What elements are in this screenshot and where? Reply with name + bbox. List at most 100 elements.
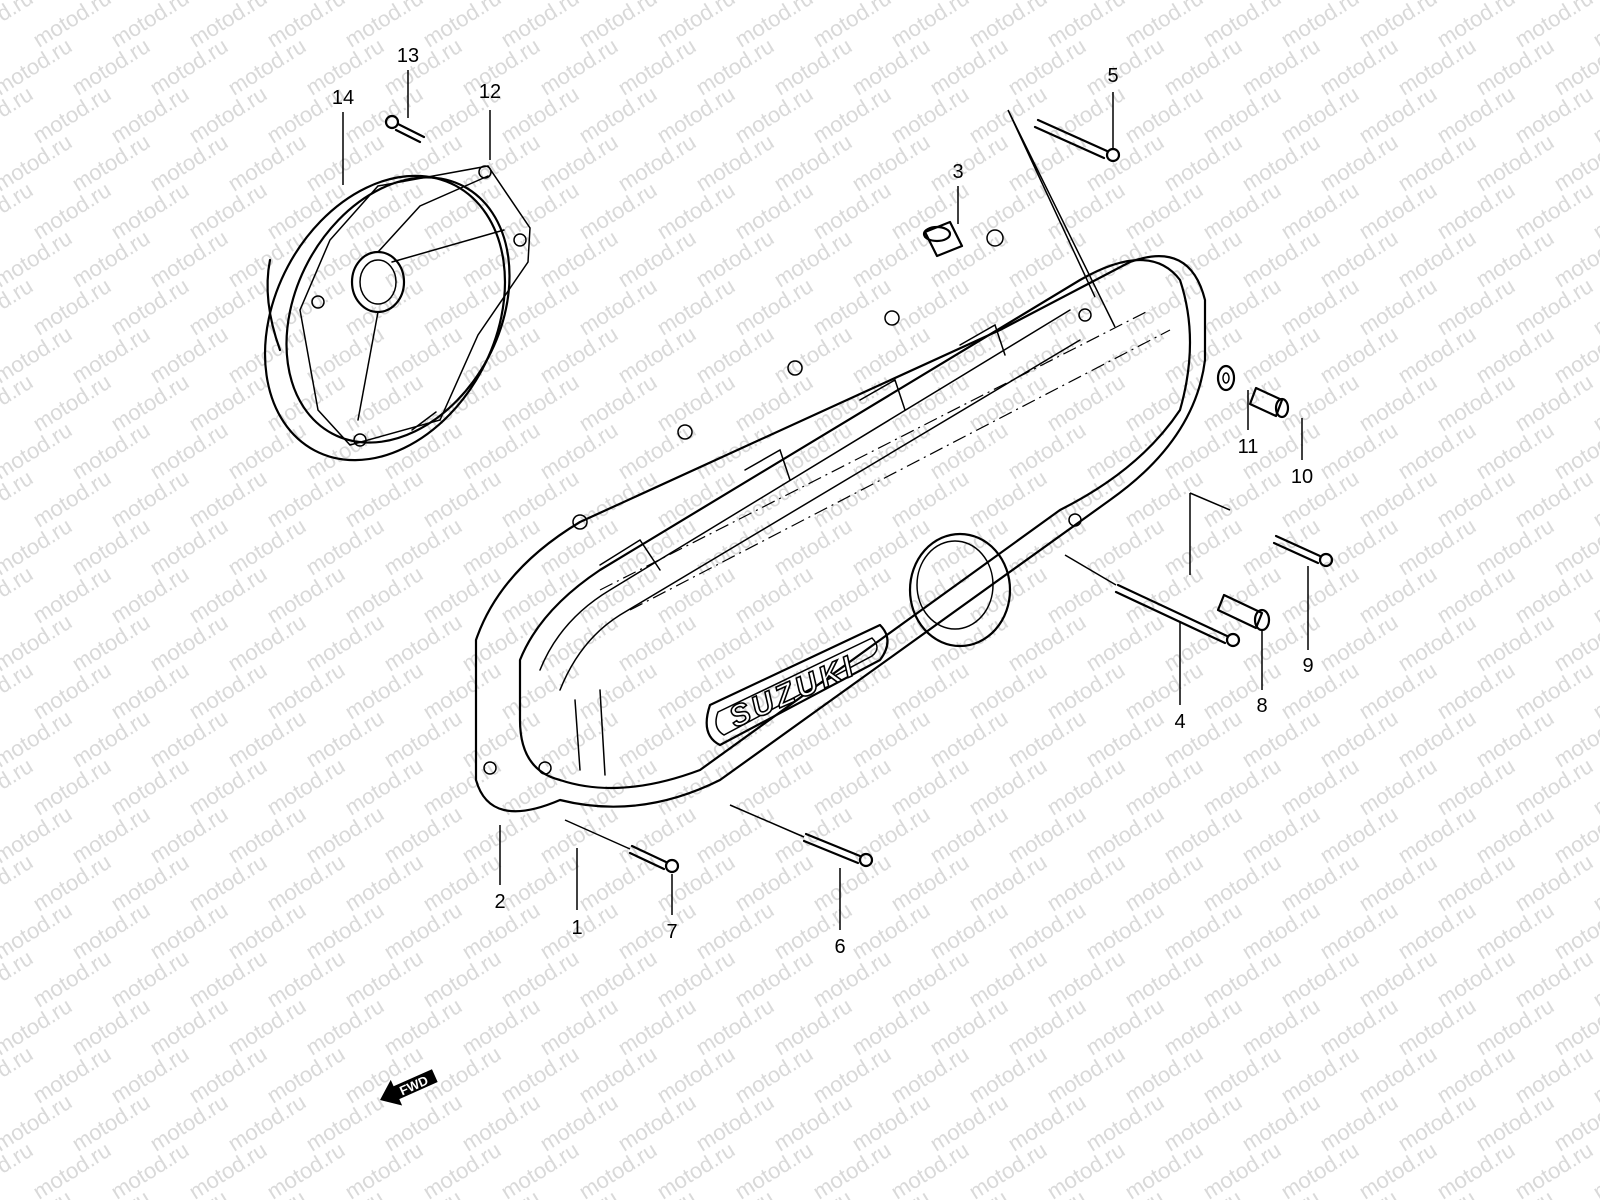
- clutch-cover-part: [263, 165, 531, 462]
- watermark-text: motod.ru: [1354, 945, 1441, 1012]
- watermark-text: motod.ru: [1315, 33, 1402, 100]
- watermark-text: motod.ru: [925, 225, 1012, 292]
- watermark-text: motod.ru: [652, 1041, 739, 1108]
- watermark-text: motod.ru: [1510, 465, 1597, 532]
- watermark-text: motod.ru: [28, 849, 115, 916]
- callout-14: 14: [332, 87, 354, 109]
- watermark-text: motod.ru: [1354, 561, 1441, 628]
- watermark-text: motod.ru: [262, 753, 349, 820]
- watermark-text: motod.ru: [769, 33, 856, 100]
- watermark-text: motod.ru: [847, 609, 934, 676]
- watermark-text: motod.ru: [769, 129, 856, 196]
- watermark-text: motod.ru: [1432, 1041, 1519, 1108]
- watermark-text: motod.ru: [301, 513, 388, 580]
- watermark-text: motod.ru: [535, 993, 622, 1060]
- watermark-text: motod.ru: [1315, 129, 1402, 196]
- watermark-text: motod.ru: [457, 513, 544, 580]
- watermark-text: motod.ru: [808, 945, 895, 1012]
- watermark-text: motod.ru: [262, 465, 349, 532]
- watermark-text: motod.ru: [1198, 81, 1285, 148]
- watermark-text: motod.ru: [1081, 801, 1168, 868]
- watermark-text: motod.ru: [886, 273, 973, 340]
- watermark-text: motod.ru: [262, 849, 349, 916]
- watermark-text: motod.ru: [67, 321, 154, 388]
- watermark-text: motod.ru: [808, 177, 895, 244]
- watermark-text: motod.ru: [1276, 561, 1363, 628]
- watermark-text: motod.ru: [67, 417, 154, 484]
- watermark-text: motod.ru: [418, 849, 505, 916]
- watermark-text: motod.ru: [145, 33, 232, 100]
- watermark-text: motod.ru: [1042, 273, 1129, 340]
- watermark-text: motod.ru: [1510, 657, 1597, 724]
- watermark-text: motod.ru: [1510, 1041, 1597, 1108]
- watermark-text: motod.ru: [886, 177, 973, 244]
- watermark-text: motod.ru: [1432, 0, 1519, 52]
- watermark-text: motod.ru: [418, 561, 505, 628]
- watermark-text: motod.ru: [1159, 33, 1246, 100]
- watermark-text: motod.ru: [769, 705, 856, 772]
- watermark-text: motod.ru: [964, 369, 1051, 436]
- watermark-text: motod.ru: [1003, 801, 1090, 868]
- watermark-text: motod.ru: [262, 1137, 349, 1200]
- watermark-text: motod.ru: [1432, 81, 1519, 148]
- watermark-text: motod.ru: [1003, 417, 1090, 484]
- watermark-text: motod.ru: [301, 321, 388, 388]
- watermark-text: motod.ru: [1432, 753, 1519, 820]
- watermark-text: motod.ru: [886, 849, 973, 916]
- watermark-text: motod.ru: [964, 849, 1051, 916]
- watermark-text: motod.ru: [769, 1089, 856, 1156]
- watermark-text: motod.ru: [1354, 273, 1441, 340]
- watermark-text: motod.ru: [0, 0, 37, 52]
- watermark-text: motod.ru: [964, 177, 1051, 244]
- watermark-text: motod.ru: [28, 1137, 115, 1200]
- watermark-text: motod.ru: [1276, 273, 1363, 340]
- watermark-text: motod.ru: [340, 753, 427, 820]
- watermark-text: motod.ru: [457, 801, 544, 868]
- watermark-text: motod.ru: [379, 321, 466, 388]
- watermark-text: motod.ru: [184, 369, 271, 436]
- watermark-text: motod.ru: [1081, 993, 1168, 1060]
- watermark-text: motod.ru: [379, 609, 466, 676]
- watermark-text: motod.ru: [1042, 1041, 1129, 1108]
- watermark-text: motod.ru: [691, 1089, 778, 1156]
- watermark-text: motod.ru: [67, 225, 154, 292]
- watermark-text: motod.ru: [1354, 177, 1441, 244]
- watermark-text: motod.ru: [574, 0, 661, 52]
- watermark-text: motod.ru: [691, 801, 778, 868]
- watermark-text: motod.ru: [457, 225, 544, 292]
- bolt-6-part: [729, 804, 874, 868]
- watermark-text: motod.ru: [496, 369, 583, 436]
- watermark-text: motod.ru: [652, 81, 739, 148]
- watermark-text: motod.ru: [730, 1041, 817, 1108]
- watermark-text: motod.ru: [1432, 369, 1519, 436]
- watermark-text: motod.ru: [418, 0, 505, 52]
- watermark-text: motod.ru: [223, 33, 310, 100]
- watermark-text: motod.ru: [184, 81, 271, 148]
- watermark-text: motod.ru: [340, 657, 427, 724]
- callout-1: 1: [571, 917, 582, 939]
- watermark-text: motod.ru: [301, 993, 388, 1060]
- watermark-text: motod.ru: [964, 465, 1051, 532]
- watermark-text: motod.ru: [106, 849, 193, 916]
- watermark-text: motod.ru: [886, 1137, 973, 1200]
- watermark-text: motod.ru: [847, 1089, 934, 1156]
- watermark-text: motod.ru: [1510, 81, 1597, 148]
- watermark-text: motod.ru: [652, 177, 739, 244]
- watermark-text: motod.ru: [28, 753, 115, 820]
- watermark-text: motod.ru: [730, 81, 817, 148]
- watermark-text: motod.ru: [418, 465, 505, 532]
- bolt-10-part: [1248, 386, 1290, 419]
- watermark-text: motod.ru: [808, 561, 895, 628]
- watermark-text: motod.ru: [535, 225, 622, 292]
- watermark-text: motod.ru: [223, 897, 310, 964]
- watermark-text: motod.ru: [847, 705, 934, 772]
- watermark-text: motod.ru: [613, 897, 700, 964]
- watermark-text: motod.ru: [262, 369, 349, 436]
- watermark-text: motod.ru: [1237, 801, 1324, 868]
- watermark-text: motod.ru: [1081, 417, 1168, 484]
- watermark-text: motod.ru: [1198, 561, 1285, 628]
- watermark-text: motod.ru: [223, 129, 310, 196]
- watermark-text: motod.ru: [1120, 177, 1207, 244]
- watermark-text: motod.ru: [145, 801, 232, 868]
